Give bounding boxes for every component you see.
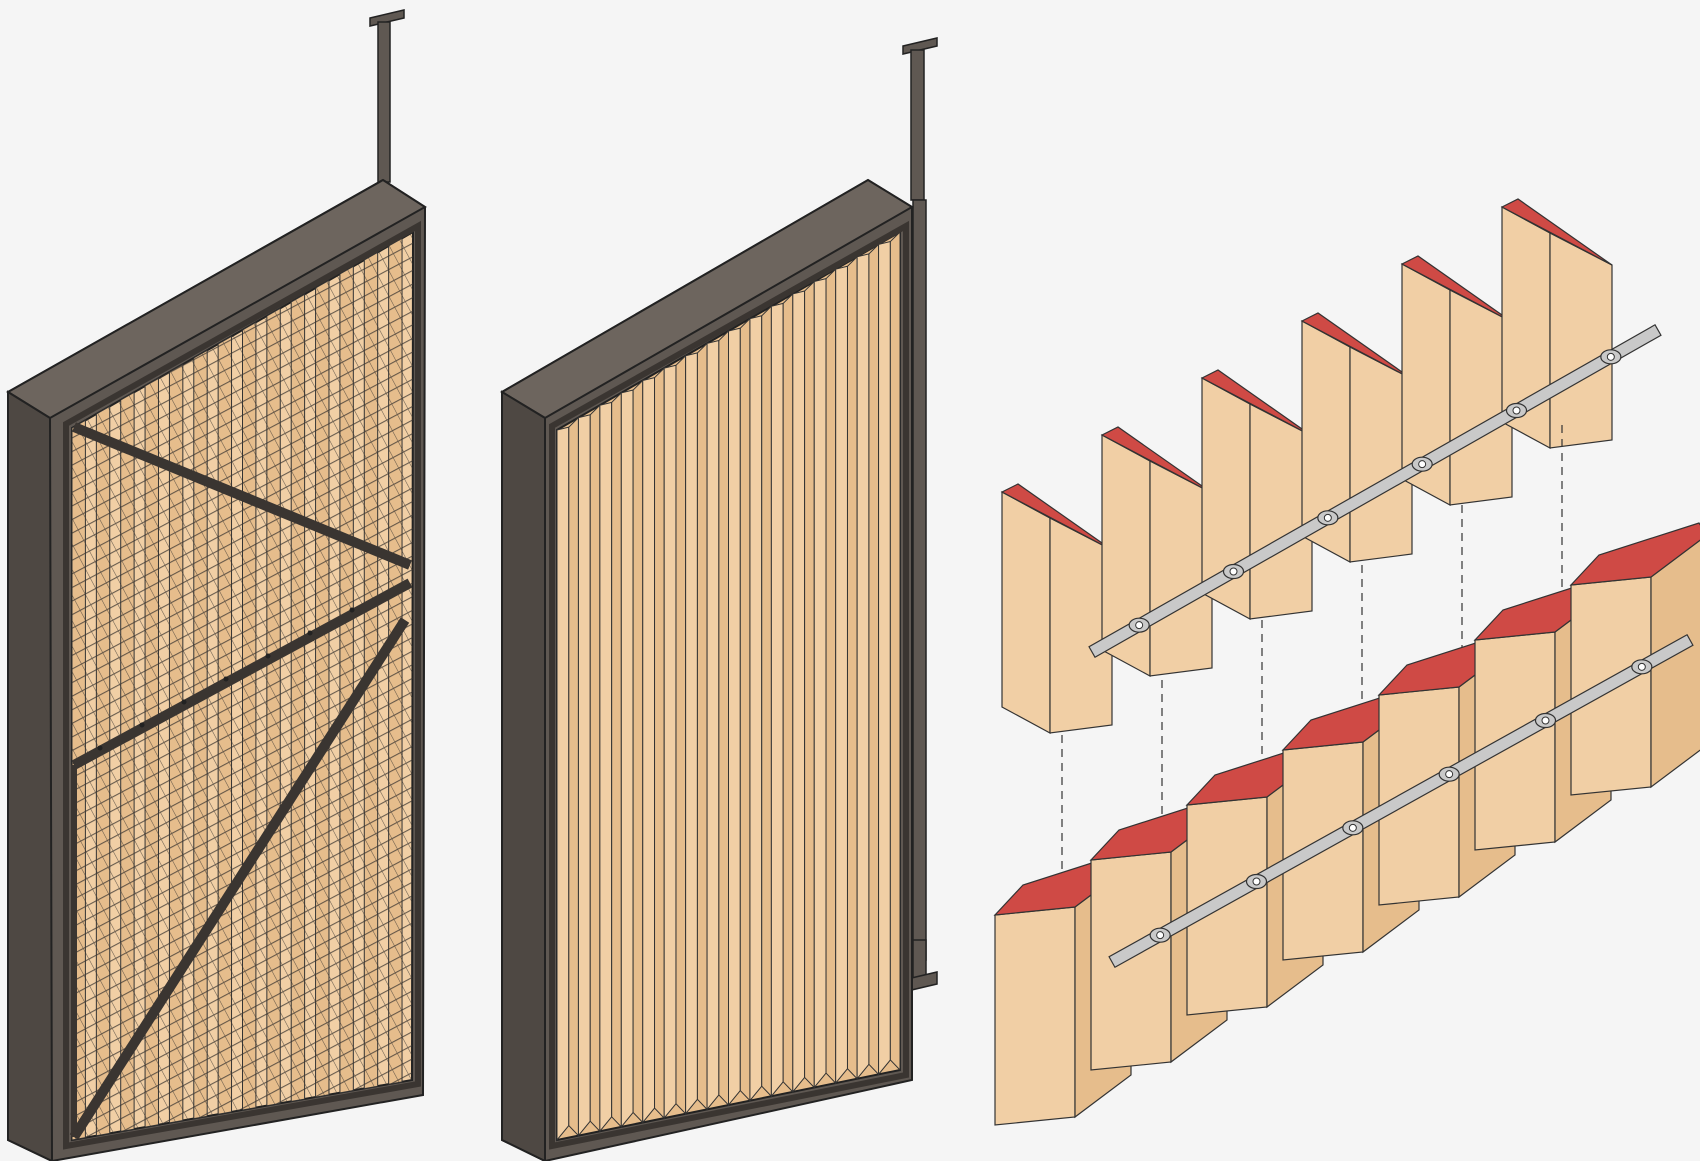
louver-fin-face — [620, 389, 634, 1129]
bolt — [139, 722, 145, 728]
frame-side — [7, 390, 54, 1161]
open-fin-face-right — [1549, 232, 1613, 449]
pivot-hole — [1252, 877, 1261, 886]
louver-fin-side — [804, 280, 815, 1089]
louver-fin-side — [675, 354, 687, 1115]
bolt — [223, 676, 229, 682]
pivot-hole — [1606, 352, 1615, 361]
louver-fin-side — [611, 391, 622, 1129]
louver-fin-face — [835, 265, 848, 1085]
louver-fin-face — [556, 426, 570, 1142]
frame-side — [501, 390, 546, 1161]
pivot-hole — [1135, 621, 1144, 630]
closed-fin-front — [1090, 851, 1172, 1071]
louver-fin-face — [878, 240, 891, 1076]
louver-fin-side — [825, 267, 837, 1085]
open-fin-face-left — [1001, 490, 1051, 735]
louvers-open-position — [1000, 198, 1613, 735]
louver-fin-face — [792, 290, 806, 1094]
louver-fin-side — [568, 416, 579, 1137]
bolt — [181, 699, 187, 705]
linkage-rod-lower — [1108, 633, 1694, 969]
louver-fin-face — [813, 278, 827, 1089]
open-fin-top-bevel — [1400, 255, 1513, 323]
louver-fin-face — [642, 377, 656, 1124]
pivot-hole — [1323, 513, 1332, 522]
louver-fin-side — [889, 230, 901, 1072]
panel-louvers — [500, 37, 938, 1161]
bolt — [265, 653, 271, 659]
louver-fin-side — [846, 255, 858, 1080]
louver-fin-face — [856, 253, 870, 1081]
open-fin-top-bevel — [1000, 483, 1113, 551]
closed-fin-top — [1569, 522, 1700, 586]
hanger-rod-top — [902, 37, 938, 961]
alignment-guides — [1061, 425, 1563, 870]
pivot-hole — [1418, 460, 1427, 469]
pivot-hole — [1156, 931, 1165, 940]
pivot-hole — [1637, 662, 1646, 671]
louver-fin-face — [663, 364, 677, 1120]
brace-bolts — [97, 607, 355, 751]
diagonal-bracing — [69, 422, 413, 1140]
louver-fin-side — [868, 243, 880, 1076]
louver-fin-side — [761, 305, 772, 1098]
open-fin-top-bevel — [1500, 198, 1613, 266]
louver-detail — [993, 198, 1700, 1126]
louver-fin-face — [685, 352, 698, 1116]
louver-fin-side — [782, 292, 794, 1094]
pivot-hole — [1512, 406, 1521, 415]
bolt — [349, 607, 355, 613]
louver-fin-face — [770, 302, 784, 1098]
linkage-rod-upper — [1088, 323, 1662, 659]
pivot-hole — [1445, 770, 1454, 779]
pivot-hole — [1229, 567, 1238, 576]
open-fin-top-bevel — [1200, 369, 1313, 437]
louver-fin-side — [632, 379, 644, 1124]
louver-fin-face — [749, 315, 763, 1103]
louver-fins — [556, 230, 901, 1142]
louver-fin-face — [577, 414, 591, 1138]
pivot-hole — [1541, 716, 1550, 725]
louver-fin-face — [599, 401, 613, 1133]
louver-fin-side — [718, 329, 729, 1107]
bolt — [97, 745, 103, 751]
louver-fin-side — [654, 366, 665, 1120]
open-fin-top-bevel — [1300, 312, 1413, 380]
louver-fin-face — [728, 327, 741, 1107]
bolt — [307, 630, 313, 636]
panel-mesh — [6, 9, 427, 1161]
pivot-hole — [1348, 823, 1357, 832]
hanger-rod-top — [369, 9, 405, 183]
louver-fin-side — [696, 342, 708, 1111]
louver-fin-side — [739, 317, 751, 1102]
open-fin-top-bevel — [1100, 426, 1213, 494]
closed-fin-front — [994, 906, 1076, 1126]
louver-fin-face — [706, 339, 720, 1111]
louver-fin-side — [589, 404, 601, 1133]
